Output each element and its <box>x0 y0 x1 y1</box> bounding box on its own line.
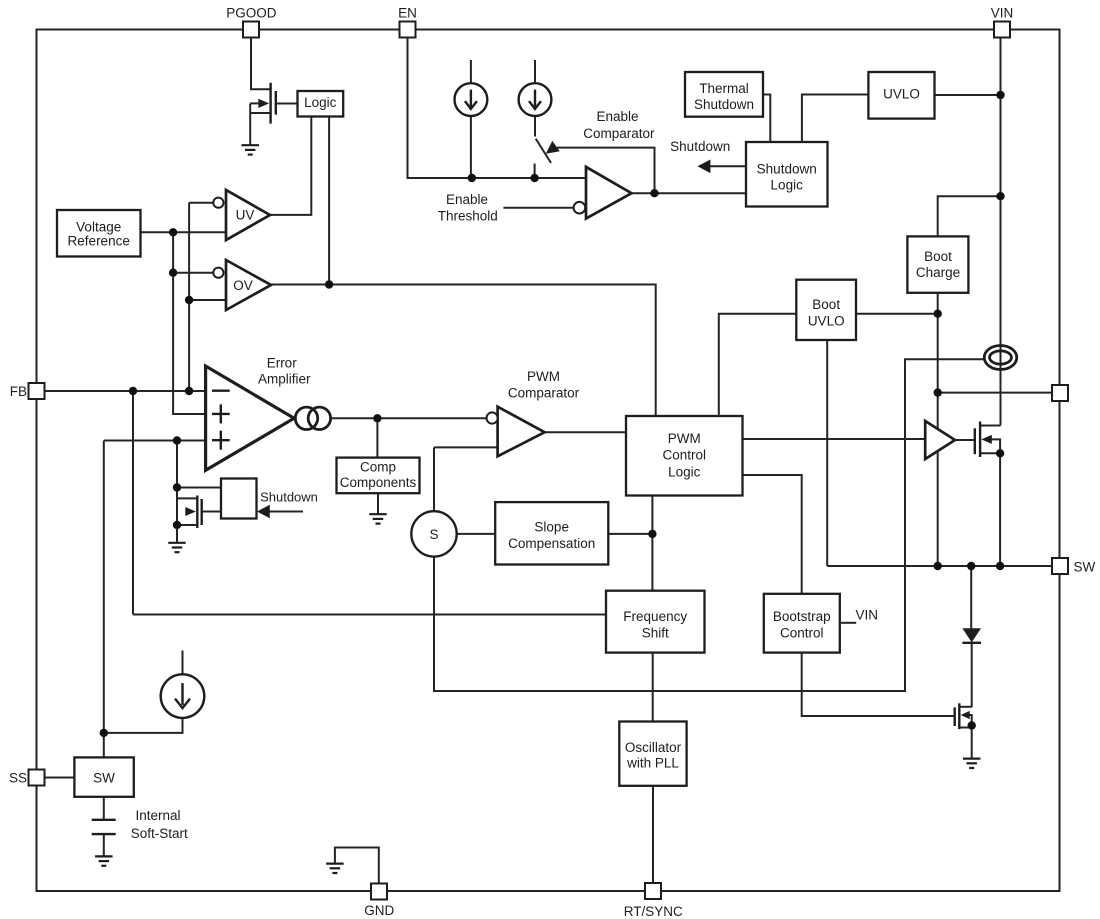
svg-text:Internal: Internal <box>135 808 180 823</box>
svg-text:Shift: Shift <box>642 626 669 641</box>
svg-text:Voltage: Voltage <box>76 220 121 235</box>
svg-text:SS: SS <box>9 771 27 786</box>
svg-text:Frequency: Frequency <box>623 609 687 624</box>
svg-text:PWM: PWM <box>668 431 701 446</box>
svg-text:Oscillator: Oscillator <box>625 740 682 755</box>
svg-text:Comparator: Comparator <box>508 386 580 401</box>
svg-text:Error: Error <box>267 356 298 371</box>
svg-text:Boot: Boot <box>812 297 840 312</box>
svg-text:UVLO: UVLO <box>883 87 920 102</box>
svg-text:FB: FB <box>10 384 27 399</box>
svg-text:Compensation: Compensation <box>508 536 595 551</box>
svg-text:PWM: PWM <box>527 369 560 384</box>
svg-text:Shutdown: Shutdown <box>757 162 817 177</box>
svg-text:Thermal: Thermal <box>699 81 749 96</box>
svg-text:PGOOD: PGOOD <box>226 6 277 21</box>
svg-text:Boot: Boot <box>924 249 952 264</box>
svg-text:Bootstrap: Bootstrap <box>773 609 831 624</box>
svg-text:Logic: Logic <box>304 95 337 110</box>
svg-text:Components: Components <box>340 475 417 490</box>
svg-text:Comparator: Comparator <box>583 126 655 141</box>
svg-text:UV: UV <box>236 208 255 223</box>
svg-text:Shutdown: Shutdown <box>670 139 730 154</box>
svg-text:Control: Control <box>780 626 824 641</box>
svg-text:Logic: Logic <box>771 178 804 193</box>
svg-text:Threshold: Threshold <box>438 209 498 224</box>
svg-text:with PLL: with PLL <box>626 756 679 771</box>
svg-text:Enable: Enable <box>446 192 488 207</box>
svg-text:S: S <box>429 527 438 542</box>
svg-text:Slope: Slope <box>534 520 569 535</box>
svg-text:Reference: Reference <box>68 234 130 249</box>
svg-text:VIN: VIN <box>991 6 1014 21</box>
svg-text:Logic: Logic <box>668 465 701 480</box>
svg-text:VIN: VIN <box>855 607 878 622</box>
svg-text:RT/SYNC: RT/SYNC <box>624 904 683 919</box>
svg-text:Charge: Charge <box>916 265 960 280</box>
svg-text:Soft-Start: Soft-Start <box>131 826 188 841</box>
svg-text:UVLO: UVLO <box>808 314 845 329</box>
svg-text:GND: GND <box>364 903 394 918</box>
svg-text:Shutdown: Shutdown <box>694 97 754 112</box>
svg-text:Comp: Comp <box>360 460 396 475</box>
svg-text:SW: SW <box>1074 560 1096 575</box>
svg-text:Shutdown: Shutdown <box>260 490 318 505</box>
svg-text:Enable: Enable <box>596 109 638 124</box>
svg-text:EN: EN <box>398 6 417 21</box>
svg-text:Amplifier: Amplifier <box>258 372 311 387</box>
svg-text:SW: SW <box>93 771 115 786</box>
svg-text:Control: Control <box>663 448 707 463</box>
svg-text:OV: OV <box>233 278 253 293</box>
